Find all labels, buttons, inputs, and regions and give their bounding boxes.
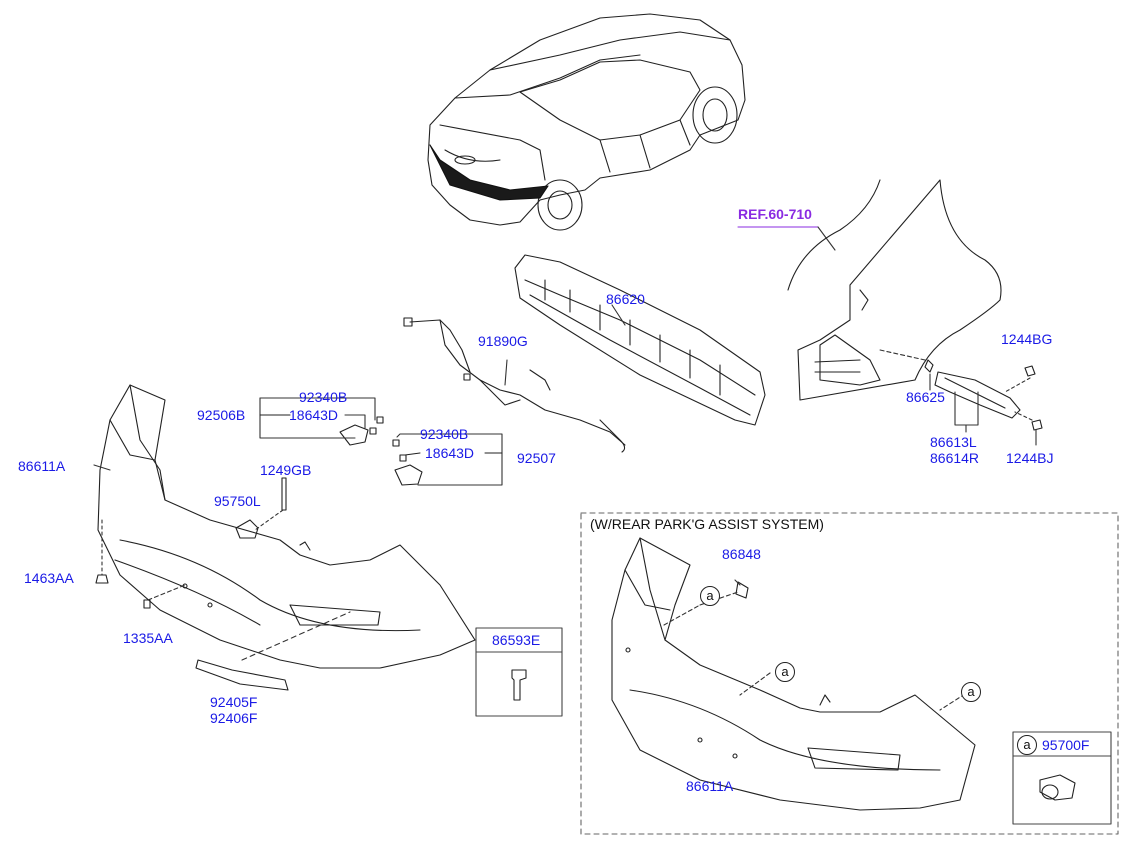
part-label-92406f[interactable]: 92406F bbox=[210, 710, 258, 726]
marker-a-2: a bbox=[775, 662, 795, 682]
part-label-18643d-left[interactable]: 18643D bbox=[289, 407, 339, 423]
park-assist-sensor-illustration bbox=[1039, 774, 1076, 801]
part-label-1244bg[interactable]: 1244BG bbox=[1001, 331, 1053, 347]
part-label-86620[interactable]: 86620 bbox=[606, 291, 645, 307]
part-label-92506b[interactable]: 92506B bbox=[197, 407, 246, 423]
part-label-1249gb[interactable]: 1249GB bbox=[260, 462, 312, 478]
part-label-92405f[interactable]: 92405F bbox=[210, 694, 258, 710]
license-lamp-left-illustration bbox=[339, 416, 384, 446]
part-label-1463aa[interactable]: 1463AA bbox=[24, 570, 74, 586]
quarter-panel-illustration bbox=[787, 179, 1002, 401]
part-label-86613l[interactable]: 86613L bbox=[930, 434, 977, 450]
part-label-1244bj[interactable]: 1244BJ bbox=[1006, 450, 1054, 466]
ref-label[interactable]: REF.60-710 bbox=[738, 206, 812, 222]
part-label-18643d-right[interactable]: 18643D bbox=[425, 445, 475, 461]
rear-beam-illustration bbox=[514, 254, 766, 426]
marker-a-3: a bbox=[961, 682, 981, 702]
part-label-86625[interactable]: 86625 bbox=[906, 389, 945, 405]
rear-bumper-illustration bbox=[97, 384, 476, 669]
clip-86593e-illustration bbox=[511, 669, 527, 701]
part-label-86593e[interactable]: 86593E bbox=[492, 632, 541, 648]
part-label-1335aa[interactable]: 1335AA bbox=[123, 630, 173, 646]
license-lamp-right-illustration bbox=[392, 439, 423, 486]
part-label-95750l[interactable]: 95750L bbox=[214, 493, 261, 509]
part-label-86611a-main[interactable]: 86611A bbox=[18, 458, 66, 474]
option-box-title: (W/REAR PARK'G ASSIST SYSTEM) bbox=[590, 516, 824, 532]
part-label-92507[interactable]: 92507 bbox=[517, 450, 556, 466]
marker-a-1: a bbox=[700, 586, 720, 606]
part-label-92340b-left[interactable]: 92340B bbox=[299, 389, 348, 405]
part-label-95700f[interactable]: 95700F bbox=[1042, 737, 1090, 753]
side-bracket-illustration bbox=[934, 371, 1021, 419]
part-label-86614r[interactable]: 86614R bbox=[930, 450, 980, 466]
part-label-92340b-right[interactable]: 92340B bbox=[420, 426, 469, 442]
part-label-86848[interactable]: 86848 bbox=[722, 546, 761, 562]
rear-bumper-park-assist-illustration bbox=[611, 537, 976, 811]
part-label-91890g[interactable]: 91890G bbox=[478, 333, 528, 349]
wiring-harness-illustration bbox=[403, 317, 626, 453]
car-illustration bbox=[427, 13, 746, 231]
marker-a-legend: a bbox=[1017, 735, 1037, 755]
part-label-86611a-option[interactable]: 86611A bbox=[686, 778, 734, 794]
